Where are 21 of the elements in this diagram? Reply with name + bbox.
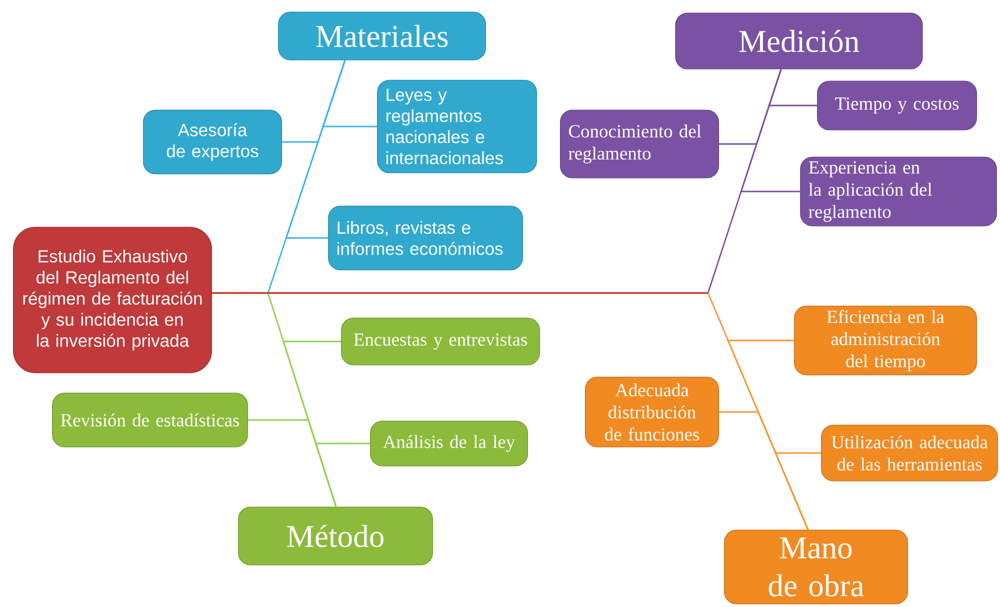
cause-box: Encuestas y entrevistas: [341, 318, 540, 366]
cause-box: Leyes y reglamentos nacionales e internacionales: [377, 80, 537, 174]
cause-box: Libros, revistas e informes económicos: [328, 206, 523, 270]
cause-box: Asesoría de expertos: [143, 110, 282, 174]
fishbone-line: [740, 69, 800, 192]
category-box: Método: [238, 506, 433, 566]
cause-box: Utilización adecuada de las herramientas: [821, 424, 998, 482]
category-box: Mano de obra: [724, 530, 908, 604]
cause-box: Experiencia en la aplicación del reglamento: [800, 156, 997, 226]
cause-box: Conocimiento del reglamento: [560, 110, 720, 178]
cause-box: Análisis de la ley: [370, 420, 528, 466]
fishbone-line: [774, 452, 822, 530]
fishbone-line: [285, 60, 346, 239]
fishbone-line: [314, 442, 370, 507]
category-box: Materiales: [278, 12, 486, 60]
cause-box: Eficiencia en la administración del tiempo: [794, 306, 977, 376]
cause-box: Adecuada distribución de funciones: [584, 376, 720, 448]
cause-box: Revisión de estadísticas: [52, 392, 248, 448]
cause-box: Tiempo y costos: [817, 80, 977, 130]
category-box: Medición: [675, 12, 923, 70]
effect-box: Estudio Exhaustivo del Reglamento del régimen de facturación y su incidencia en la inversión privada: [13, 226, 212, 374]
